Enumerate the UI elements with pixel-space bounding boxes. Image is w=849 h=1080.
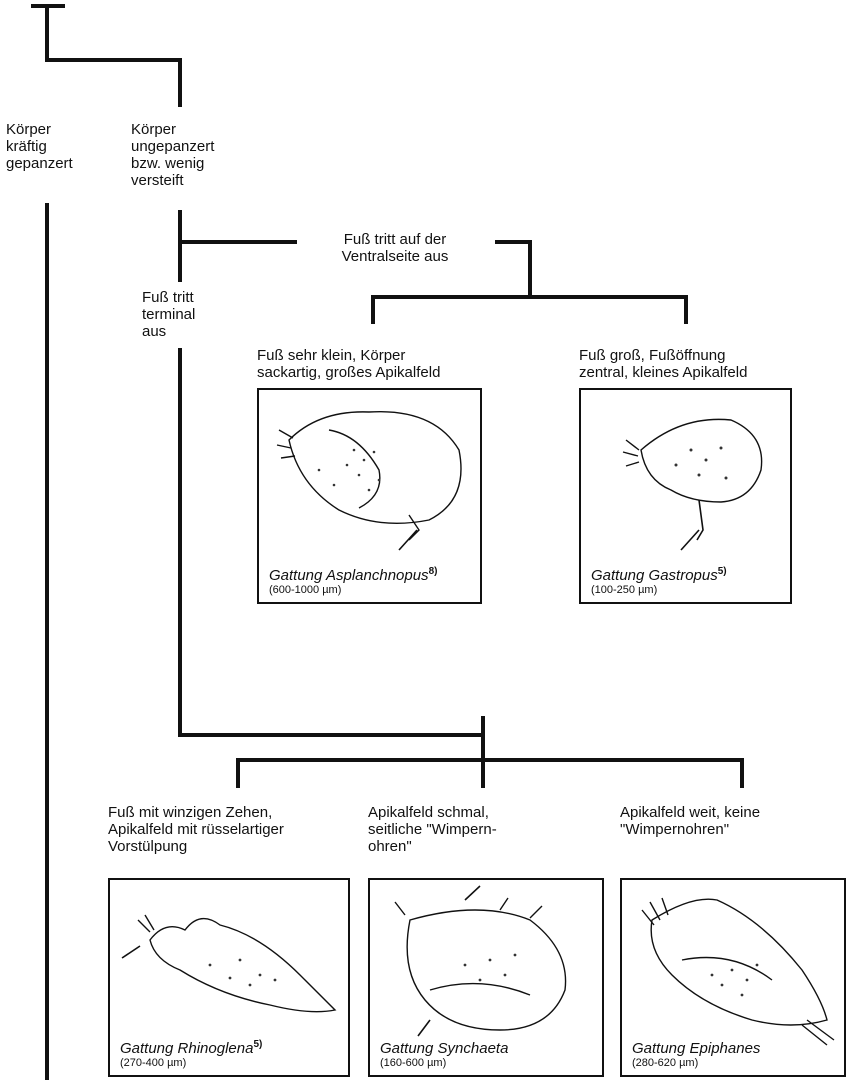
- card-rhinoglena: Gattung Rhinoglena5) (270-400 µm): [108, 878, 350, 1077]
- epiphanes-illustration: [641, 897, 835, 1046]
- size-synchaeta: (160-600 µm): [380, 1057, 447, 1069]
- genus-asplanchnopus: Gattung Asplanchnopus8): [269, 566, 438, 584]
- genus-rhinoglena: Gattung Rhinoglena5): [120, 1039, 263, 1057]
- rhinoglena-illustration: [121, 914, 337, 1013]
- synchaeta-illustration: [394, 885, 567, 1037]
- desc-asplanchnopus: Fuß sehr klein, Körper sackartig, großes…: [257, 347, 441, 381]
- size-gastropus: (100-250 µm): [591, 584, 658, 596]
- card-synchaeta: Gattung Synchaeta (160-600 µm): [368, 878, 604, 1077]
- genus-epiphanes: Gattung Epiphanes: [632, 1040, 761, 1057]
- desc-synchaeta: Apikalfeld schmal, seitliche "Wimpern- o…: [368, 804, 497, 855]
- label-foot-ventral: Fuß tritt auf der Ventralseite aus: [341, 231, 449, 265]
- size-asplanchnopus: (600-1000 µm): [269, 584, 342, 596]
- label-unarmored-body: Körper ungepanzert bzw. wenig versteift: [131, 121, 215, 189]
- size-epiphanes: (280-620 µm): [632, 1057, 699, 1069]
- desc-rhinoglena: Fuß mit winzigen Zehen, Apikalfeld mit r…: [108, 804, 284, 855]
- desc-gastropus: Fuß groß, Fußöffnung zentral, kleines Ap…: [579, 347, 748, 381]
- asplanchnopus-illustration: [276, 410, 462, 551]
- desc-epiphanes: Apikalfeld weit, keine "Wimpernohren": [620, 804, 761, 838]
- label-armored-body: Körper kräftig gepanzert: [6, 121, 73, 172]
- card-gastropus: Gattung Gastropus5) (100-250 µm): [579, 388, 792, 604]
- size-rhinoglena: (270-400 µm): [120, 1057, 187, 1069]
- label-foot-terminal: Fuß tritt terminal aus: [142, 289, 196, 340]
- genus-synchaeta: Gattung Synchaeta: [380, 1040, 509, 1057]
- genus-gastropus: Gattung Gastropus5): [591, 566, 727, 584]
- gastropus-illustration: [622, 418, 763, 551]
- card-asplanchnopus: Gattung Asplanchnopus8) (600-1000 µm): [257, 388, 482, 604]
- card-epiphanes: Gattung Epiphanes (280-620 µm): [620, 878, 846, 1077]
